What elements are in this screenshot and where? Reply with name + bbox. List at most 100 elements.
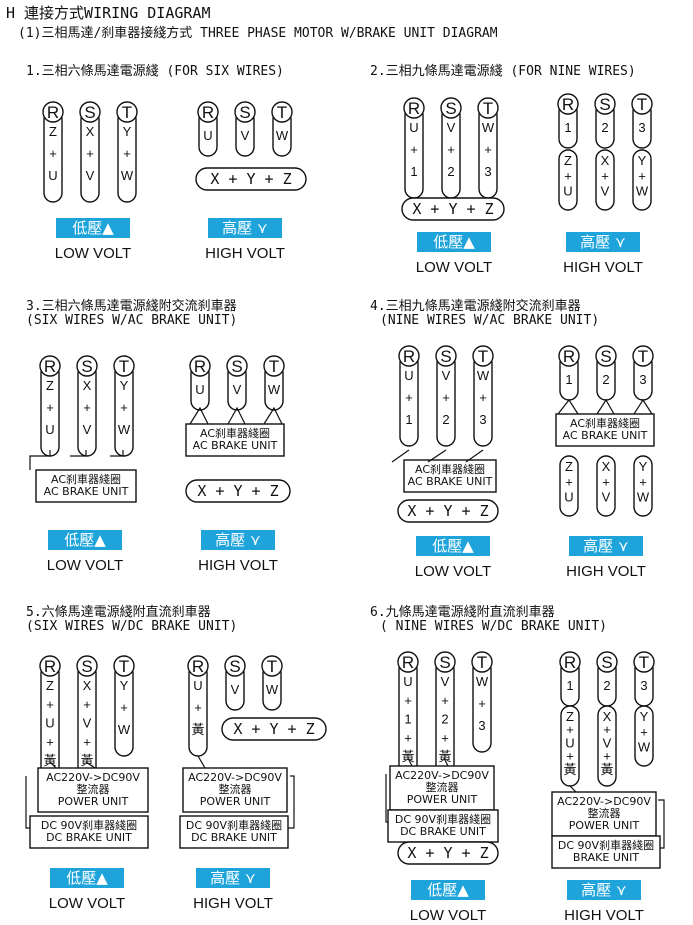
c1-low-S-wire-2: V: [86, 168, 95, 183]
c2-low-volt-en: LOW VOLT: [416, 259, 492, 276]
c2-low-R-letter: R: [408, 99, 420, 118]
c3-low-R-letter: R: [44, 357, 56, 376]
c5-low-volt-en: LOW VOLT: [49, 895, 125, 912]
c6-high-volt-cn: 高壓 ⋎: [581, 881, 627, 899]
c5-low-S-wire-0: X: [83, 678, 92, 693]
c5-high-T: TW: [261, 655, 283, 711]
c3-high-volt-en: HIGH VOLT: [198, 557, 278, 574]
c6-low-R-wire-0: U: [403, 674, 412, 689]
c6-extra-2-wire-2: W: [638, 740, 651, 755]
c6-extra-1-wire-1: +: [603, 722, 611, 737]
c1-jumper-body: [195, 167, 307, 191]
c2-high-T-terminal: [631, 93, 653, 115]
c5-low-T-letter: T: [119, 657, 129, 676]
c2-extra-2: Y+W: [632, 149, 652, 211]
c6h-conn-b: [658, 799, 665, 849]
c2-low-volt-badge: [417, 232, 491, 252]
c4-low-S-wire-1: +: [442, 390, 450, 405]
c1-high-R: RU: [197, 101, 219, 157]
c6-low-R-wire-2: 1: [404, 712, 411, 727]
c3-high-T-wire-0: W: [268, 382, 281, 397]
c1-low-volt-en: LOW VOLT: [55, 245, 131, 262]
c6-power-unit-line-0: AC220V->DC90V: [395, 769, 489, 782]
c5-power-unit-high-line-0: AC220V->DC90V: [188, 771, 282, 784]
c4-conn-c: [465, 449, 484, 463]
c3-jumper-body: [185, 479, 291, 503]
c2-jumper-body: [401, 197, 505, 221]
c5-high-T-wire-0: W: [266, 682, 279, 697]
c6-low-T-wire-0: W: [476, 674, 489, 689]
c4-extra-1: X+V: [596, 455, 616, 517]
c2-low-T-wire-1: +: [484, 142, 492, 157]
c4-extra-0-wire-0: Z: [565, 459, 573, 474]
c5-low-S-wire-2: V: [83, 716, 92, 731]
c5-low-R-wire-1: +: [46, 697, 54, 712]
c2-high-S: S2: [594, 93, 616, 149]
c6-extra-2-wire-1: +: [640, 724, 648, 739]
c4-low-R-letter: R: [403, 347, 415, 366]
c5-low-R-wire-3: +: [46, 734, 54, 749]
c1-high-volt: 高壓 ⋎HIGH VOLT: [205, 218, 285, 262]
c4-high-volt: 高壓 ⋎HIGH VOLT: [566, 536, 646, 580]
c5-high-S-letter: S: [229, 657, 240, 676]
c6-high-S-terminal: [596, 651, 618, 673]
c4-extra-1-wire-1: +: [602, 474, 610, 489]
c1-low-T: TY+W: [116, 101, 138, 203]
c2-jumper: X + Y + Z: [401, 197, 505, 221]
c5-power-unit-line-2: POWER UNIT: [58, 795, 129, 808]
c5-high-S-terminal: [224, 655, 246, 677]
c6-low-R-terminal: [397, 651, 419, 673]
c5-low-R-terminal: [39, 655, 61, 677]
c6-low-S-wire-2: 2: [441, 712, 448, 727]
c4-low-volt-badge: [416, 536, 490, 556]
c6-high-T-terminal: [633, 651, 655, 673]
c4-jumper: X + Y + Z: [397, 499, 499, 523]
c6-low-volt: 低壓▲LOW VOLT: [410, 880, 486, 924]
section-4-title: 4.三相九條馬達電源綫附交流刹車器: [370, 299, 581, 314]
c4-extra-0-wire-1: +: [565, 474, 573, 489]
c3-low-S-letter: S: [81, 357, 92, 376]
c6-low-S-wire-0: V: [441, 674, 450, 689]
c3-high-S-terminal: [226, 355, 248, 377]
c1-low-volt-cn: 低壓▲: [72, 219, 114, 237]
c5-high-S: SV: [224, 655, 246, 711]
c1-high-S-wire-0: V: [241, 128, 250, 143]
c3-high-S: SV: [226, 355, 248, 411]
c4-low-R-wire-2: 1: [405, 412, 412, 427]
c6-dc-brake-high-line-0: DC 90V刹車器綫圈: [558, 838, 654, 852]
c2-low-S-wire-0: V: [447, 120, 456, 135]
c3-conn-a: [29, 450, 51, 470]
c4-high-volt-en: HIGH VOLT: [566, 563, 646, 580]
c3-low-S-wire-1: +: [83, 400, 91, 415]
c1-low-R: RZ+U: [42, 101, 64, 203]
c5-low-S-wire-1: +: [83, 697, 91, 712]
c6-high-R-wire-0: 1: [566, 678, 573, 693]
c6-low-R-wire-4: 黃: [401, 749, 414, 764]
c2-high-volt-en: HIGH VOLT: [563, 259, 643, 276]
c6-low-S-letter: S: [439, 653, 450, 672]
c4-high-T-wire-0: 3: [639, 372, 646, 387]
c6-extra-2-lead: [634, 705, 654, 767]
page-subtitle: (1)三相馬達/刹車器接綫方式 THREE PHASE MOTOR W/BRAK…: [18, 26, 498, 41]
c6-low-S-wire-4: 黃: [438, 749, 451, 764]
c2-extra-0-wire-2: U: [563, 184, 572, 199]
c4-high-volt-badge: [569, 536, 643, 556]
c5-high-R-letter: R: [192, 657, 204, 676]
section-2-title: 2.三相九條馬達電源綫 (FOR NINE WIRES): [370, 64, 636, 79]
c4h-conn-a: [557, 398, 579, 415]
c4-ac-brake-frame: [403, 459, 497, 493]
c5-low-volt-cn: 低壓▲: [66, 869, 108, 887]
c5-dc-brake-line-0: DC 90V刹車器綫圈: [41, 818, 137, 832]
c3-high-S-wire-0: V: [233, 382, 242, 397]
c4-low-S: SV+2: [435, 345, 457, 447]
c1-low-R-terminal: [42, 101, 64, 123]
c3-high-R: RU: [189, 355, 211, 411]
c4-extra-2-wire-0: Y: [639, 459, 648, 474]
c6-low-volt-badge: [411, 880, 485, 900]
c2-extra-0-lead: [558, 149, 578, 211]
c3-low-R-wire-0: Z: [46, 378, 54, 393]
c4-conn-b: [427, 449, 447, 463]
